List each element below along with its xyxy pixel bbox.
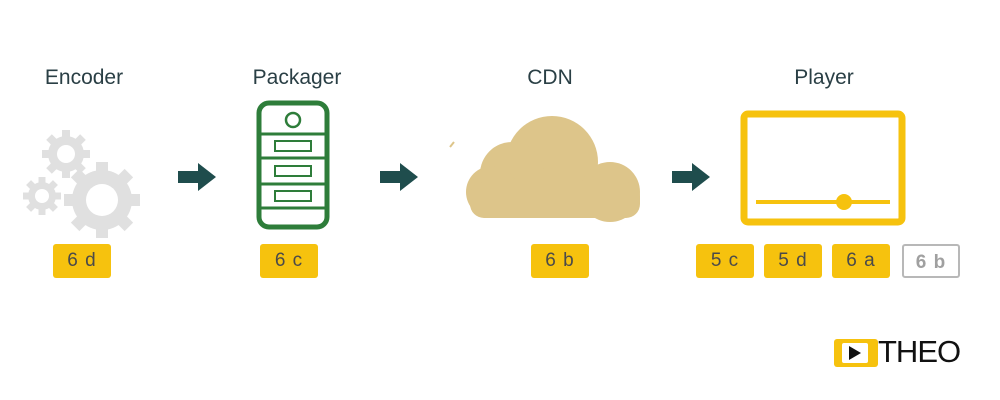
player-badge: 6 a: [832, 244, 890, 278]
encoder-badge: 6 d: [53, 244, 111, 278]
cloud-icon: [449, 116, 640, 222]
player-screen-icon: [740, 110, 906, 226]
server-icon: [256, 100, 330, 230]
player-title: Player: [794, 66, 854, 89]
gears-icon: [23, 130, 140, 238]
player-badge: 5 d: [764, 244, 822, 278]
arrow-right-icon: [178, 163, 216, 191]
cdn-title: CDN: [527, 66, 573, 89]
theo-play-icon: [834, 339, 878, 367]
player-badge: 5 c: [696, 244, 754, 278]
packager-badge: 6 c: [260, 244, 318, 278]
arrow-right-icon: [380, 163, 418, 191]
player-badge-pending: 6 b: [902, 244, 960, 278]
theo-logo-text: THEO: [878, 334, 961, 369]
packager-title: Packager: [252, 66, 342, 89]
arrow-right-icon: [672, 163, 710, 191]
encoder-title: Encoder: [44, 66, 124, 89]
cdn-badge: 6 b: [531, 244, 589, 278]
